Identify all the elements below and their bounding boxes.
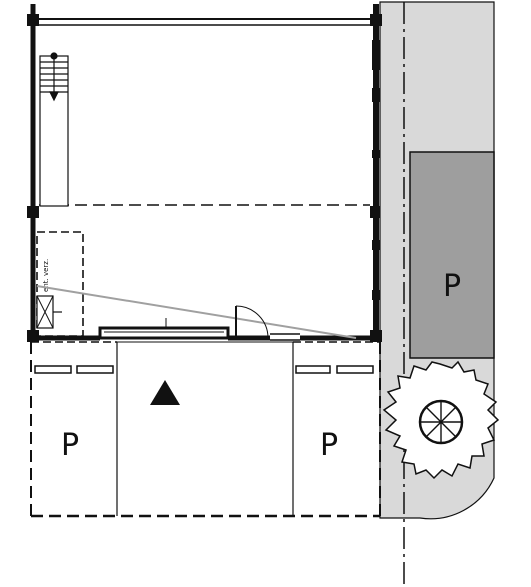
equipment-area: ent. verz. [36, 231, 84, 337]
front-parking [30, 341, 381, 518]
equipment-label: ent. verz. [42, 259, 50, 292]
street-parking-label: P [443, 269, 461, 304]
stair-icon [39, 52, 69, 207]
tree-icon [382, 360, 500, 480]
left-parking-label: P [61, 428, 79, 463]
triangle-up-icon [150, 380, 180, 405]
wall-columns [27, 14, 382, 342]
building-walls [28, 4, 379, 341]
sight-line [36, 285, 357, 339]
garage-door [98, 318, 230, 340]
street-parking-space [409, 151, 495, 359]
right-parking-label: P [320, 428, 338, 463]
entrance-door [235, 305, 300, 341]
